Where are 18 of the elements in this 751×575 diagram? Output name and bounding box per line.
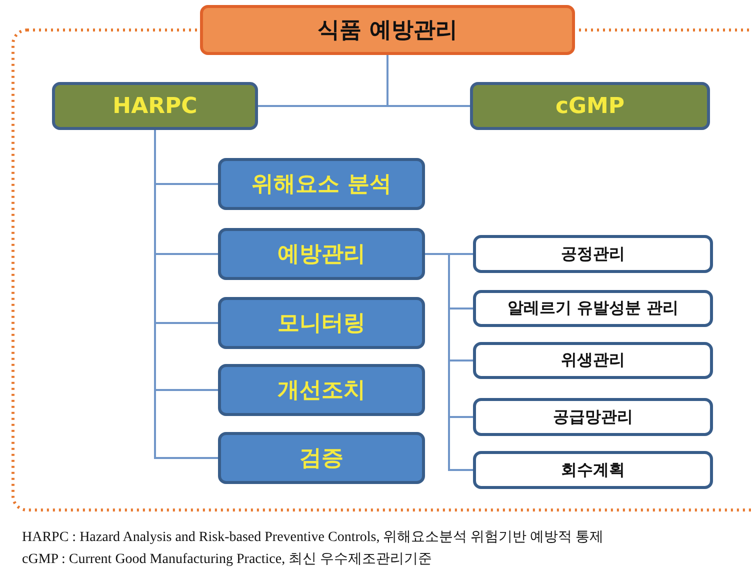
process-box: 개선조치 — [218, 364, 425, 416]
footnote-text: cGMP : Current Good Manufacturing Practice, 최신 우수제조관리기준 — [22, 551, 432, 568]
item-box: 위생관리 — [473, 342, 713, 379]
process-box: 검증 — [218, 432, 425, 484]
title-box: 식품 예방관리 — [200, 5, 575, 55]
item-box: 공급망관리 — [473, 398, 713, 436]
category-box: cGMP — [470, 82, 710, 130]
category-box: HARPC — [52, 82, 258, 130]
item-box: 공정관리 — [473, 235, 713, 273]
footnote-text: HARPC : Hazard Analysis and Risk-based Preventive Controls, 위해요소분석 위험기반 예방적 통제 — [22, 529, 604, 546]
connector-line — [425, 253, 473, 471]
connector-line — [386, 55, 470, 107]
item-box: 회수계획 — [473, 451, 713, 489]
process-box: 위해요소 분석 — [218, 158, 425, 210]
process-box: 예방관리 — [218, 228, 425, 280]
process-box: 모니터링 — [218, 297, 425, 349]
item-box: 알레르기 유발성분 관리 — [473, 290, 713, 327]
connector-line — [154, 130, 218, 459]
